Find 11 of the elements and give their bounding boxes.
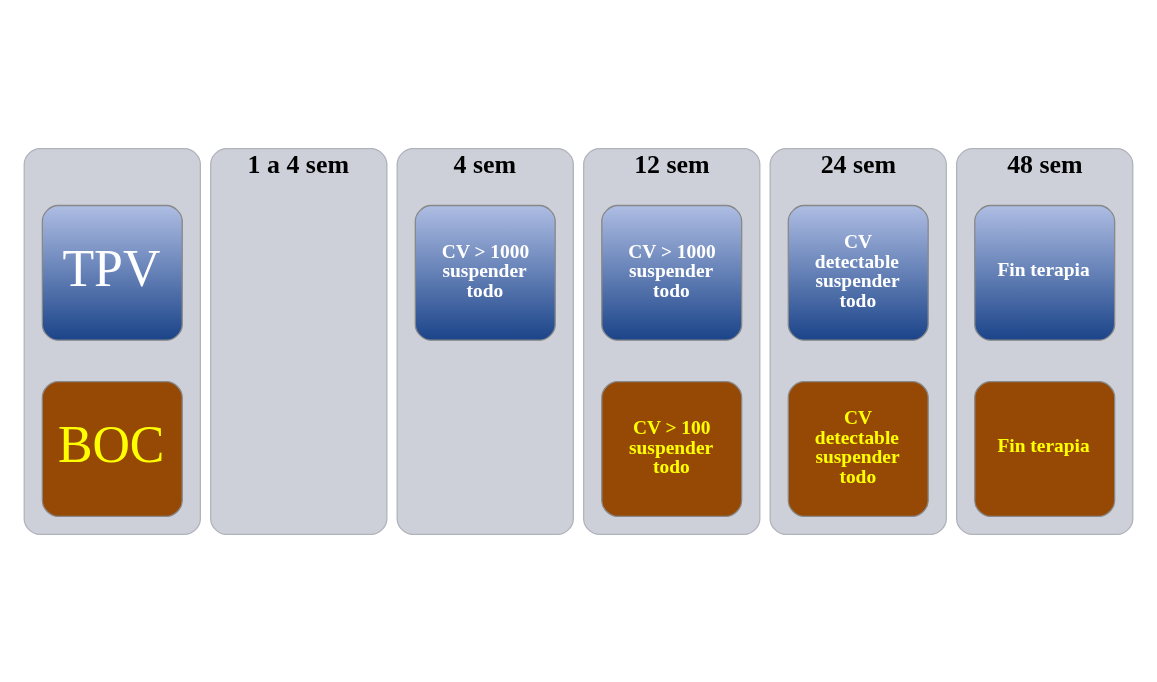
node-box: CV > 1000 suspender todo [601, 204, 743, 341]
node-box: CV > 1000 suspender todo [414, 204, 556, 341]
node-box: Fin terapia [974, 380, 1116, 517]
cluster [23, 147, 201, 535]
node-box: 1 a 4 sem [210, 147, 388, 535]
node-box: Fin terapia [974, 204, 1116, 341]
node-box: CV detectable suspender todo [787, 204, 929, 341]
node-box: CV > 100 suspender todo [601, 380, 743, 517]
node-box: BOC [41, 380, 183, 517]
node-box: TPV [41, 204, 183, 341]
node-box: CV detectable suspender todo [787, 380, 929, 517]
